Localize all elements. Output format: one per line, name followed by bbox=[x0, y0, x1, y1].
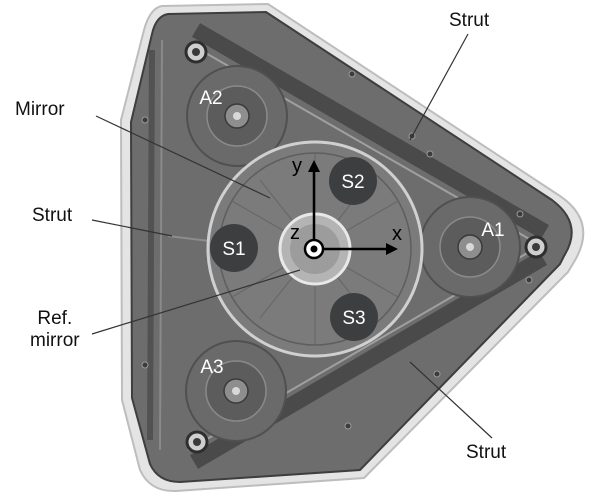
z-axis-label: z bbox=[290, 222, 300, 244]
leader-mirror bbox=[95, 115, 271, 199]
sensor-s3-label: S3 bbox=[342, 308, 365, 329]
leader-strut-bottom bbox=[409, 361, 493, 439]
y-axis-arrowhead bbox=[308, 160, 320, 172]
callout-mirror: Mirror bbox=[15, 99, 65, 120]
x-axis-label: x bbox=[392, 223, 402, 245]
callout-strut-bottom: Strut bbox=[466, 442, 507, 463]
callout-strut-top: Strut bbox=[449, 10, 490, 31]
actuator-a2-label: A2 bbox=[199, 88, 222, 109]
actuator-a3-mount bbox=[185, 340, 287, 442]
z-axis-marker-dot bbox=[310, 245, 318, 253]
callout-strut-left: Strut bbox=[32, 205, 73, 226]
sensor-s1-label: S1 bbox=[222, 239, 245, 260]
sensor-s2-label: S2 bbox=[341, 172, 364, 193]
corner-bolt-right bbox=[524, 235, 548, 259]
x-axis-arrowhead bbox=[386, 243, 398, 255]
callout-ref-mirror: Ref. mirror bbox=[30, 308, 80, 352]
left-frame-rail-highlight bbox=[159, 39, 163, 451]
leader-strut-top bbox=[409, 33, 469, 141]
leader-strut-left bbox=[91, 219, 173, 237]
callout-ref-mirror-line2: mirror bbox=[30, 329, 80, 351]
strut-top-bar bbox=[191, 23, 550, 239]
actuator-a3-label: A3 bbox=[200, 357, 223, 378]
actuator-a2-mount bbox=[186, 65, 288, 167]
y-axis-label: y bbox=[292, 155, 302, 177]
corner-bolt-bottom bbox=[185, 430, 209, 454]
actuator-a1-mount bbox=[419, 196, 521, 298]
callout-ref-mirror-line1: Ref. bbox=[37, 308, 73, 329]
sensor-s1-pad bbox=[210, 224, 258, 272]
leader-lines bbox=[91, 33, 493, 439]
sensor-s2-pad bbox=[329, 157, 377, 205]
left-frame-rail bbox=[147, 49, 155, 441]
leader-ref-mirror bbox=[91, 269, 301, 335]
actuator-a1-label: A1 bbox=[481, 220, 504, 241]
corner-bolt-top bbox=[184, 40, 208, 64]
sensor-s3-pad bbox=[330, 293, 378, 341]
